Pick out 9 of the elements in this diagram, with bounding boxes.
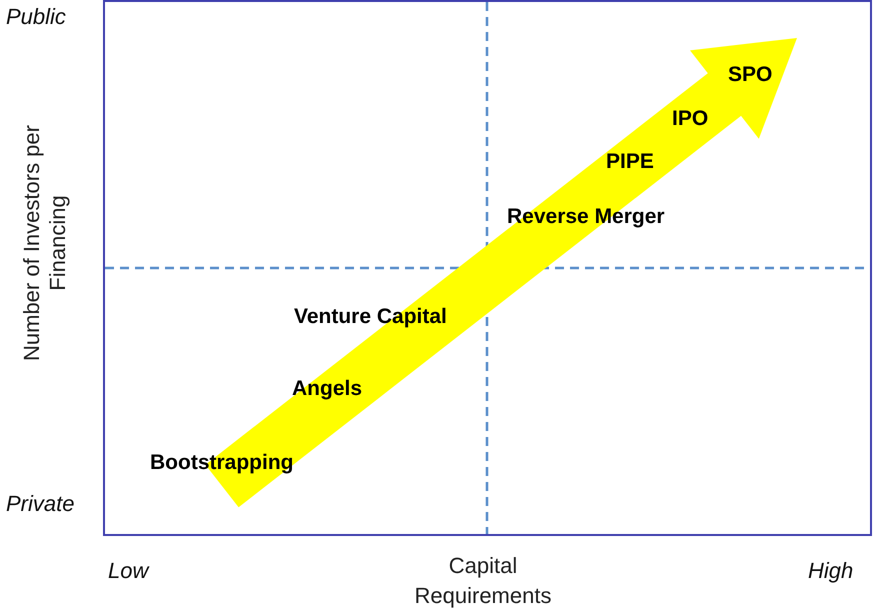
axis-end-label: Public bbox=[6, 4, 66, 30]
stage-label: PIPE bbox=[606, 149, 654, 174]
axis-title: Capital Requirements bbox=[414, 552, 552, 610]
axis-title: Number of Investors per Financing bbox=[19, 124, 71, 363]
stage-label: SPO bbox=[728, 62, 772, 87]
stage-label: IPO bbox=[672, 106, 708, 131]
axis-end-label: Private bbox=[6, 491, 74, 517]
axis-end-label: High bbox=[808, 558, 854, 584]
axis-end-label: Low bbox=[108, 558, 148, 584]
